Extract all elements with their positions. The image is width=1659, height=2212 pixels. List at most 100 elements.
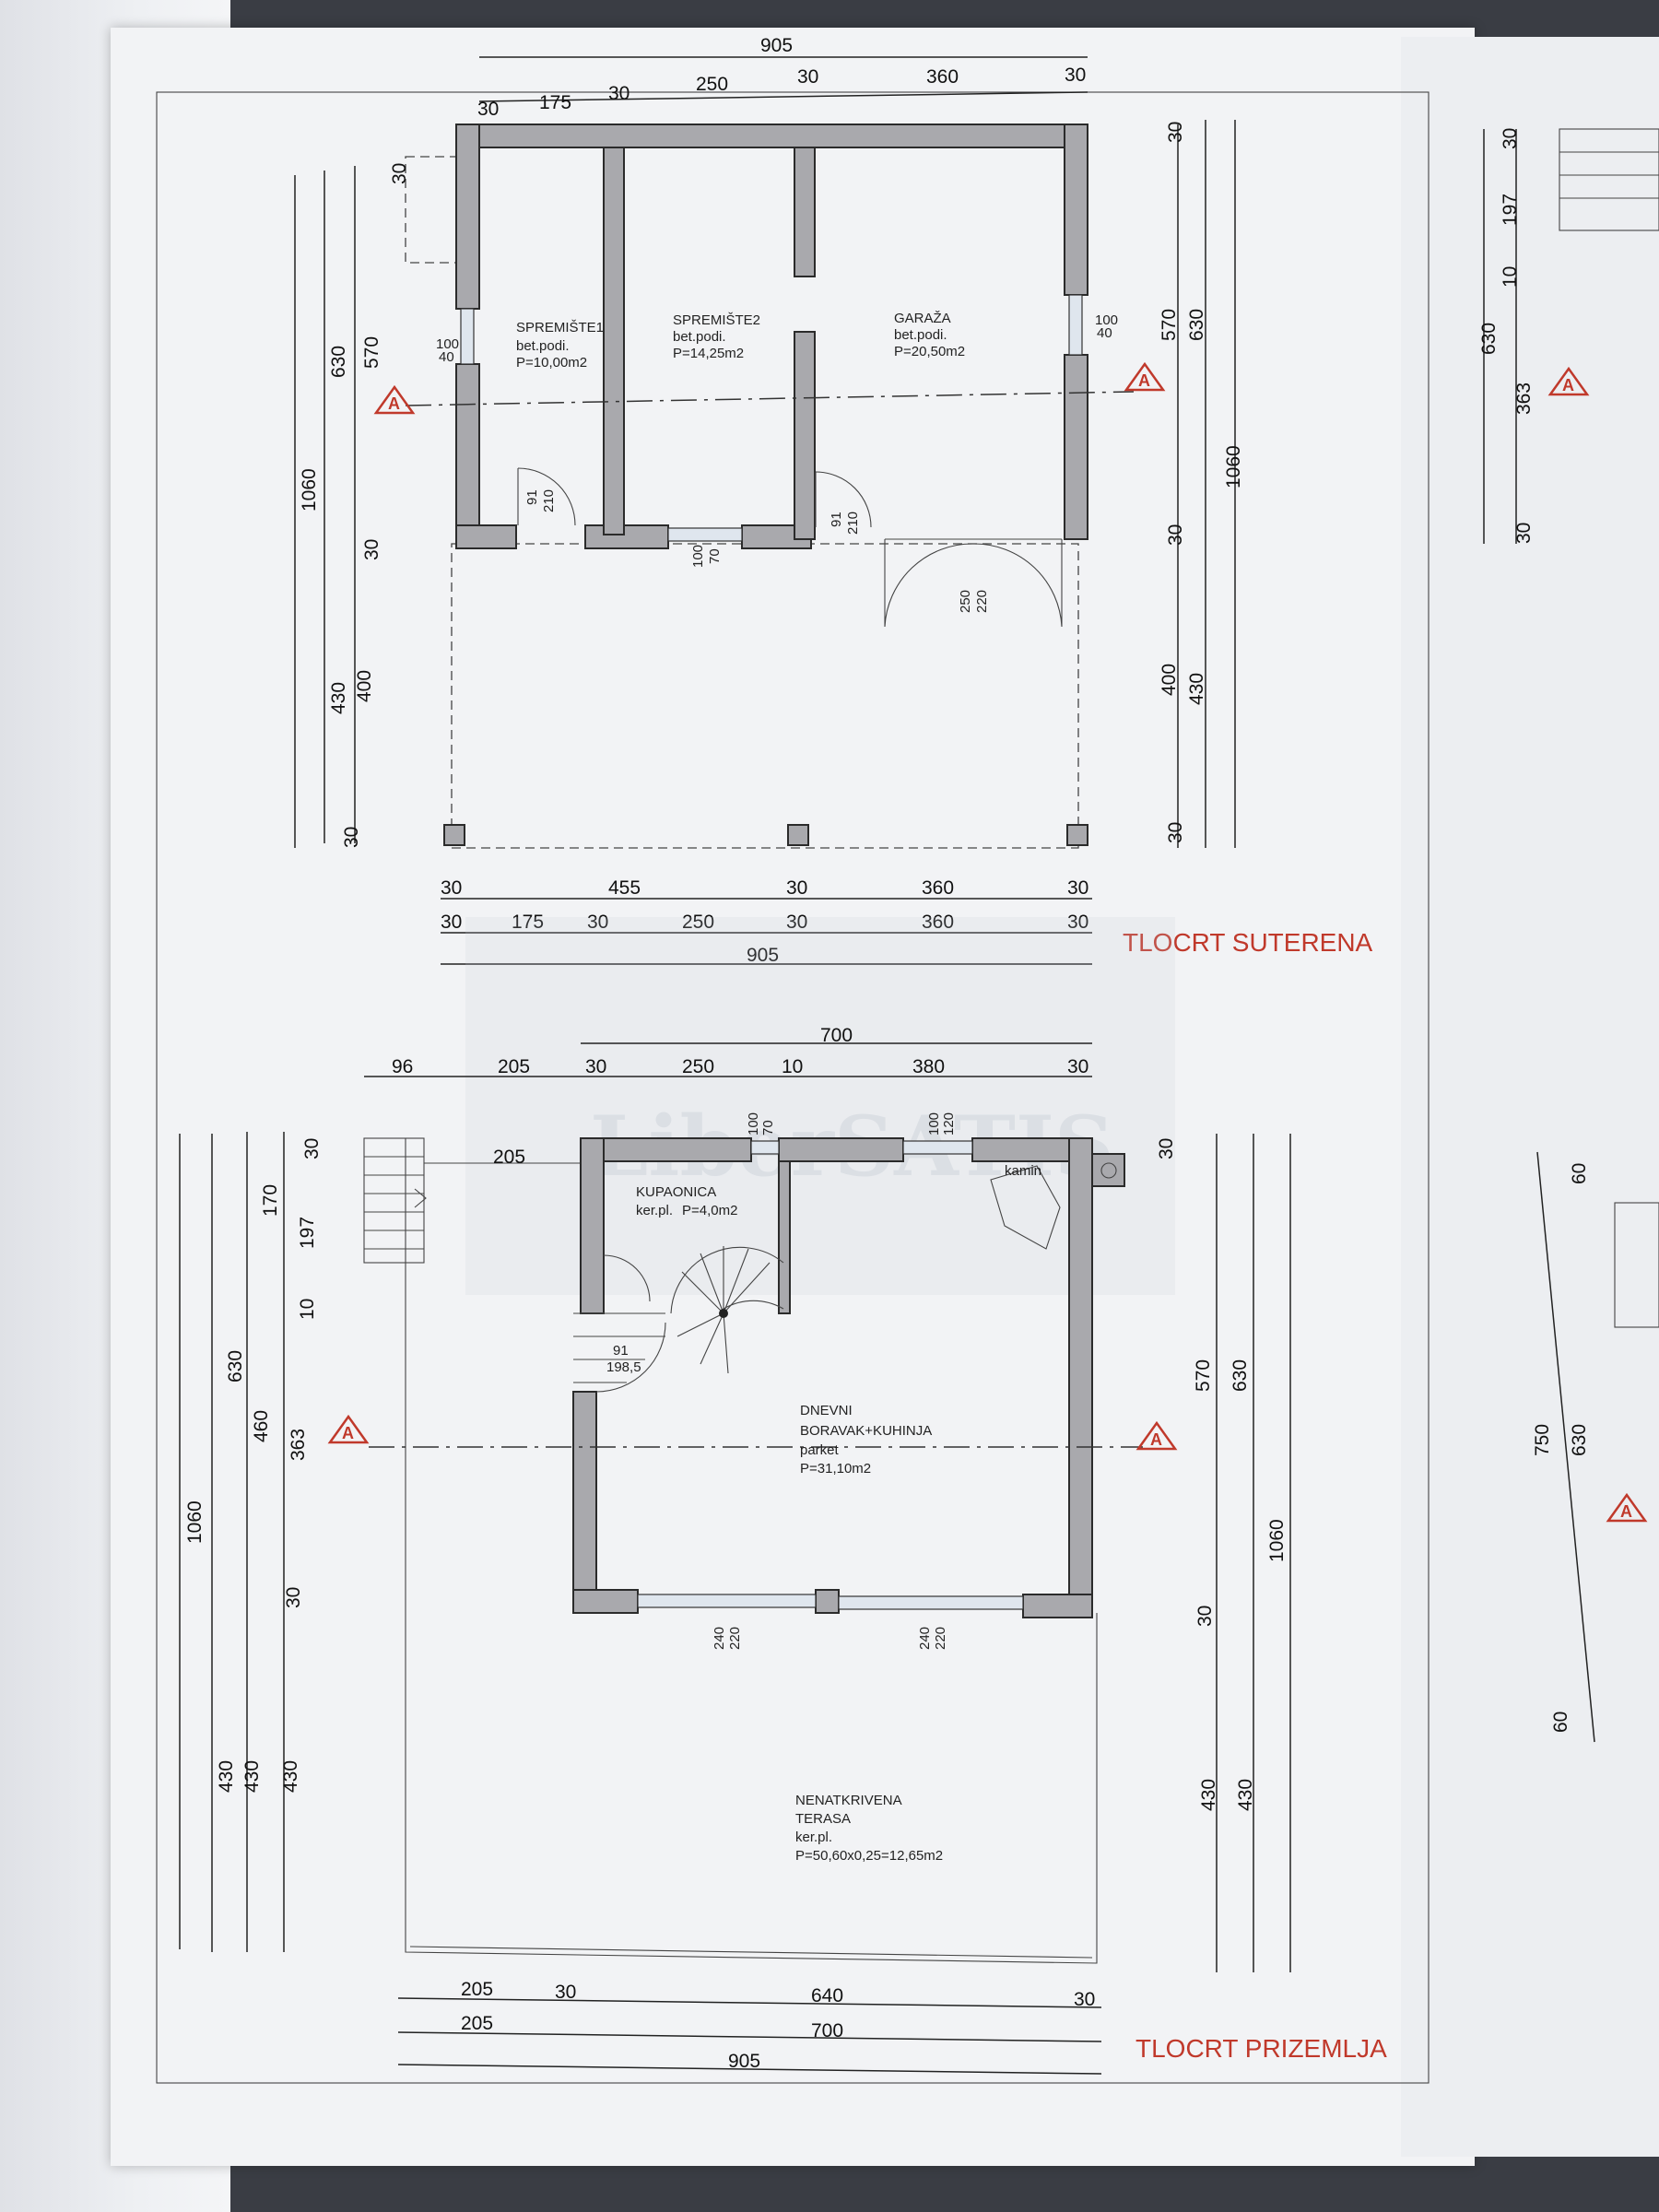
wall-bottom-left — [572, 1589, 639, 1614]
wall-top-mid — [778, 1137, 904, 1162]
terrace-name-2: TERASA — [795, 1811, 851, 1827]
dim-text: 630 — [328, 346, 349, 378]
opening-label: 120 — [941, 1112, 957, 1135]
storage2-name: SPREMIŠTE2 — [673, 312, 760, 328]
dim-text: 400 — [354, 670, 375, 702]
opening-label: 40 — [1097, 325, 1112, 341]
dim-text: 360 — [922, 912, 954, 933]
door-swing-1 — [517, 467, 576, 526]
dim-text: 175 — [512, 912, 544, 933]
dim-text: 30 — [1067, 1056, 1088, 1077]
dim-text: 430 — [1186, 673, 1207, 705]
dim-text: 30 — [301, 1138, 323, 1159]
dim-text: 250 — [682, 1056, 714, 1077]
dim-text: 60 — [1550, 1712, 1571, 1733]
dim-text: 30 — [361, 539, 382, 560]
dim-text: 430 — [241, 1760, 263, 1793]
opening-label: 91 — [613, 1343, 629, 1359]
dim-text: 700 — [811, 2020, 843, 2041]
garage-floor: bet.podi. — [894, 327, 947, 343]
dim-text: 905 — [728, 2051, 760, 2072]
adjacent-sheet — [1401, 37, 1659, 2157]
wall-top-left — [580, 1137, 752, 1162]
opening-label: 240 — [917, 1627, 933, 1650]
dim-text: 30 — [608, 83, 629, 104]
dim-text: 1060 — [1266, 1519, 1288, 1562]
dim-text: 30 — [585, 1056, 606, 1077]
dim-text: 1060 — [1223, 445, 1244, 488]
dim-text: 363 — [1513, 382, 1535, 415]
dim-text: 570 — [361, 336, 382, 369]
wall-left-upper — [455, 124, 480, 310]
living-area: P=31,10m2 — [800, 1461, 871, 1477]
dim-text: 250 — [682, 912, 714, 933]
svg-text:A: A — [1150, 1430, 1162, 1449]
basement-window-left — [460, 308, 475, 365]
dim-text: 630 — [1478, 323, 1500, 355]
opening-label: 70 — [707, 548, 723, 564]
opening-label: 210 — [541, 489, 557, 512]
svg-text:A: A — [1138, 371, 1150, 390]
dim-text: 197 — [1500, 194, 1521, 226]
dim-text: 30 — [555, 1982, 576, 2003]
partition-1 — [603, 147, 625, 535]
dim-text: 205 — [461, 2013, 493, 2034]
dim-text: 30 — [1513, 523, 1535, 544]
section-marker-left-ground: A — [327, 1414, 370, 1444]
dim-text: 360 — [922, 877, 954, 899]
dim-text: 10 — [1500, 266, 1521, 288]
dim-text: 30 — [1065, 65, 1086, 86]
opening-label: 100 — [926, 1112, 942, 1135]
dim-text: 430 — [1198, 1779, 1219, 1811]
wall-bottom-right — [1022, 1594, 1093, 1618]
carport-outline — [451, 543, 1079, 849]
dim-text: 205 — [461, 1979, 493, 2000]
terrace-floor: ker.pl. — [795, 1830, 832, 1845]
wall-left-lower — [572, 1391, 597, 1614]
basement-window-bottom — [667, 527, 743, 542]
opening-label: 100 — [746, 1112, 761, 1135]
post-2 — [787, 824, 809, 846]
opening-label: 100 — [690, 545, 706, 568]
storage1-area: P=10,00m2 — [516, 355, 587, 371]
terrace-area: P=50,60x0,25=12,65m2 — [795, 1848, 943, 1864]
ground-floor-plan: 205 kamin — [179, 1025, 1387, 2075]
dim-text: 30 — [441, 912, 462, 933]
adjacent-sheet-partial-plan: 30 197 10 630 363 30 A 60 750 630 60 A — [1478, 128, 1659, 1743]
wall-bottom-post — [815, 1589, 840, 1614]
bathroom-area: P=4,0m2 — [682, 1203, 737, 1218]
dim-text: 30 — [1165, 524, 1186, 546]
garage-name: GARAŽA — [894, 311, 951, 326]
dim-text: 30 — [1067, 912, 1088, 933]
opening-label: 100 — [436, 336, 459, 352]
dim-text: 1060 — [184, 1500, 206, 1544]
opening-label: 91 — [829, 512, 844, 527]
partition-2-lower — [794, 331, 816, 540]
bathroom-partition — [778, 1160, 791, 1314]
svg-text:A: A — [1620, 1502, 1632, 1521]
bathroom-floor: ker.pl. — [636, 1203, 673, 1218]
section-marker-right-ground: A — [1135, 1420, 1178, 1451]
section-marker-right-basement: A — [1124, 361, 1166, 392]
dim-text: 30 — [477, 99, 499, 120]
dim-text: 30 — [587, 912, 608, 933]
dim-text: 175 — [539, 92, 571, 113]
dim-text: 630 — [1230, 1359, 1251, 1392]
bathroom-name: KUPAONICA — [636, 1184, 716, 1200]
basement-window-right — [1068, 294, 1083, 356]
dim-text: 30 — [1074, 1989, 1095, 2010]
dim-text: 30 — [1500, 128, 1521, 149]
ground-plan-title: TLOCRT PRIZEMLJA — [1135, 2034, 1387, 2063]
dim-text: 60 — [1569, 1163, 1590, 1184]
storage1-floor: bet.podi. — [516, 338, 570, 354]
ground-window-4 — [838, 1595, 1024, 1610]
dim-text: 430 — [280, 1760, 301, 1793]
opening-label: 220 — [933, 1627, 948, 1650]
wall-right-lower — [1064, 354, 1088, 540]
dim-text: 630 — [1186, 309, 1207, 341]
dim-text: 700 — [820, 1025, 853, 1046]
dim-text: 30 — [786, 877, 807, 899]
bathroom-door-swing — [603, 1254, 651, 1302]
wall-left-upper — [580, 1137, 605, 1314]
dim-text: 1060 — [299, 468, 320, 512]
